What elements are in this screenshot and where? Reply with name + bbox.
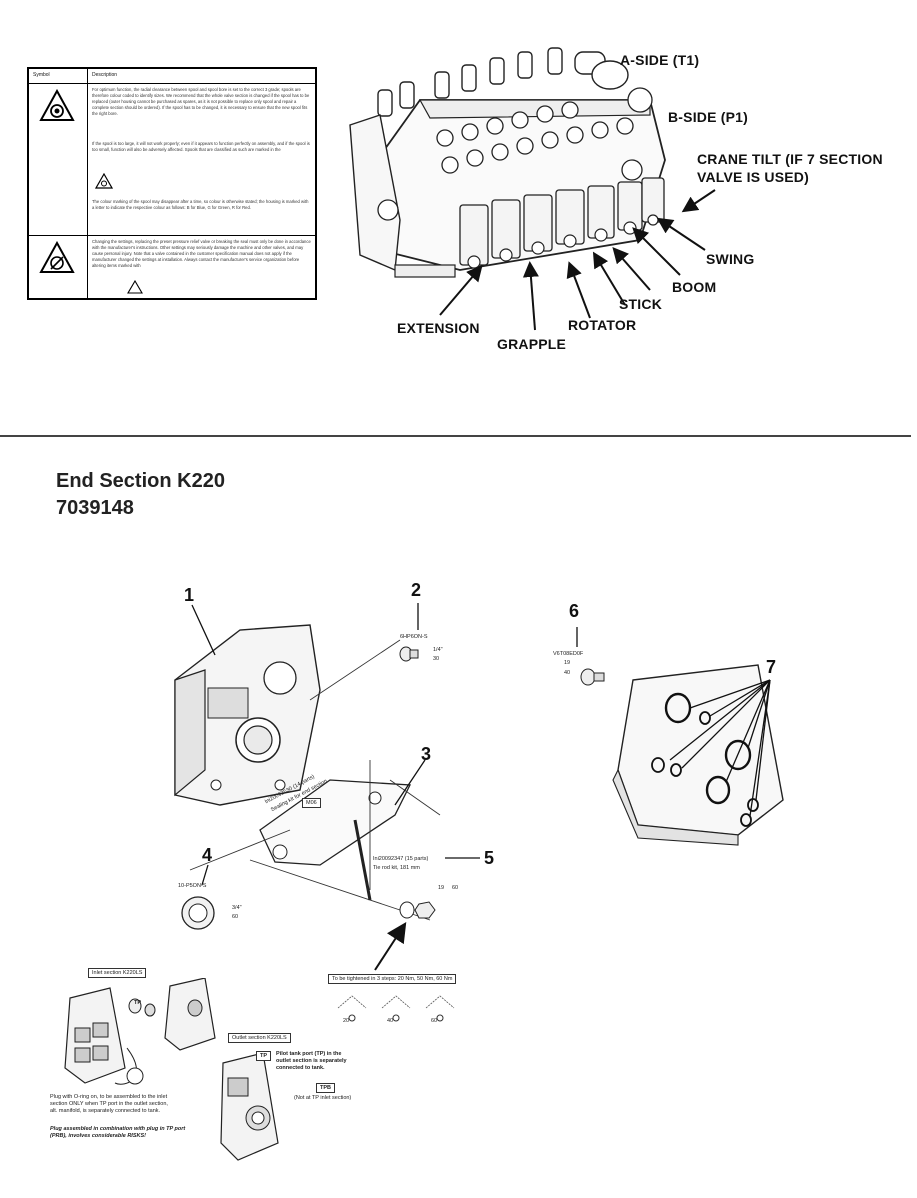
label-extension: EXTENSION [397, 320, 480, 336]
inlet-section-label: Inlet section K220LS [88, 968, 147, 978]
plug-2-icon [399, 646, 419, 662]
outlet-section-label: Outlet section K220LS [228, 1033, 291, 1043]
tp-label-inlet: TP [134, 1000, 142, 1006]
callout-number-4: 4 [202, 845, 213, 865]
label-b-side: B-SIDE (P1) [668, 109, 748, 125]
control-valve-illustration [349, 47, 666, 278]
item4-part-label: 10-P5ON-S [178, 883, 207, 889]
callout-number-2: 2 [411, 580, 422, 600]
tp-note: Pilot tank port (TP) in the outlet secti… [276, 1051, 347, 1071]
label-crane-tilt: CRANE TILT (IF 7 SECTION VALVE IS USED) [697, 151, 883, 185]
tp-box: TP [256, 1051, 272, 1061]
torque-sequence-diagram [337, 995, 455, 1022]
tpb-box: TPB [316, 1083, 335, 1093]
tpb-note: (Not at TP inlet section) [294, 1095, 352, 1101]
callout-arrows-valve [439, 189, 716, 331]
item6-part-label: V6T08ED0F [553, 651, 584, 657]
callout-number-7: 7 [766, 657, 777, 677]
end-section-oring-view [612, 664, 784, 846]
item5-torque: 60 [452, 885, 459, 891]
item2-size: 1/4" [433, 647, 443, 653]
callout-number-6: 6 [569, 601, 580, 621]
section-title: End Section K220 [56, 470, 225, 492]
row1-description-a: For optimum function, the radial clearan… [92, 87, 310, 116]
torque-step-3: 60 [431, 1018, 438, 1024]
plug-warning: Plug assembled in combination with plug … [50, 1126, 186, 1139]
torque-step-2: 40 [387, 1018, 394, 1024]
callout-number-5: 5 [484, 848, 495, 868]
row1-description-b: If the spool is too large, it will not w… [92, 141, 310, 152]
item6-fitting-icon [580, 668, 605, 686]
item3-box: M06 [302, 798, 321, 808]
torque-arrow [374, 921, 407, 971]
label-a-side: A-SIDE (T1) [620, 52, 700, 68]
item2-part-label: 6HP6ON-S [400, 634, 428, 640]
item6-torque: 40 [564, 670, 571, 676]
item5-size: 19 [438, 885, 445, 891]
item6-size: 19 [564, 660, 571, 666]
callout-lines-exploded [191, 603, 480, 886]
inlet-section-illustration [64, 978, 216, 1085]
torque-step-1: 20 [343, 1018, 350, 1024]
label-swing: SWING [706, 251, 755, 267]
relief-valve-warning-icon [39, 240, 75, 280]
item4-torque: 60 [232, 914, 239, 920]
item2-torque: 30 [433, 656, 440, 662]
item5-kit-label: Ini20092347 (15 parts) [373, 856, 429, 862]
relief-mark-icon [127, 279, 143, 299]
label-stick: STICK [619, 296, 662, 312]
label-boom: BOOM [672, 279, 717, 295]
callout-number-3: 3 [421, 744, 432, 764]
spool-mark-icon [94, 172, 114, 194]
section-part-number: 7039148 [56, 497, 134, 519]
plug-note: Plug with O-ring on, to be assembled to … [50, 1094, 168, 1114]
item6-leader [576, 627, 578, 647]
torque-header: To be tightened in 3 steps: 20 Nm, 50 Nm… [328, 974, 457, 984]
section-divider [0, 435, 911, 437]
symbol-table-header: Symbol Description [29, 69, 315, 84]
nut-washer-icon [399, 901, 436, 919]
row1-description-c: The colour marking of the spool may disa… [92, 199, 309, 210]
spool-warning-icon [39, 88, 75, 128]
col-symbol-header: Symbol [33, 72, 50, 78]
outlet-section-illustration [220, 1052, 279, 1161]
label-rotator: ROTATOR [568, 317, 637, 333]
callout-number-1: 1 [184, 585, 195, 605]
row2-description: Changing the settings, replacing the pre… [92, 239, 311, 268]
symbol-table: Symbol Description For optimum function,… [27, 67, 317, 300]
item4-size: 3/4" [232, 905, 242, 911]
col-description-header: Description [92, 72, 118, 78]
label-grapple: GRAPPLE [497, 336, 567, 352]
item5-kit-note: Tie rod kit, 181 mm [373, 865, 420, 871]
end-section-exploded-view [174, 624, 441, 921]
plug-4-icon [181, 896, 215, 930]
